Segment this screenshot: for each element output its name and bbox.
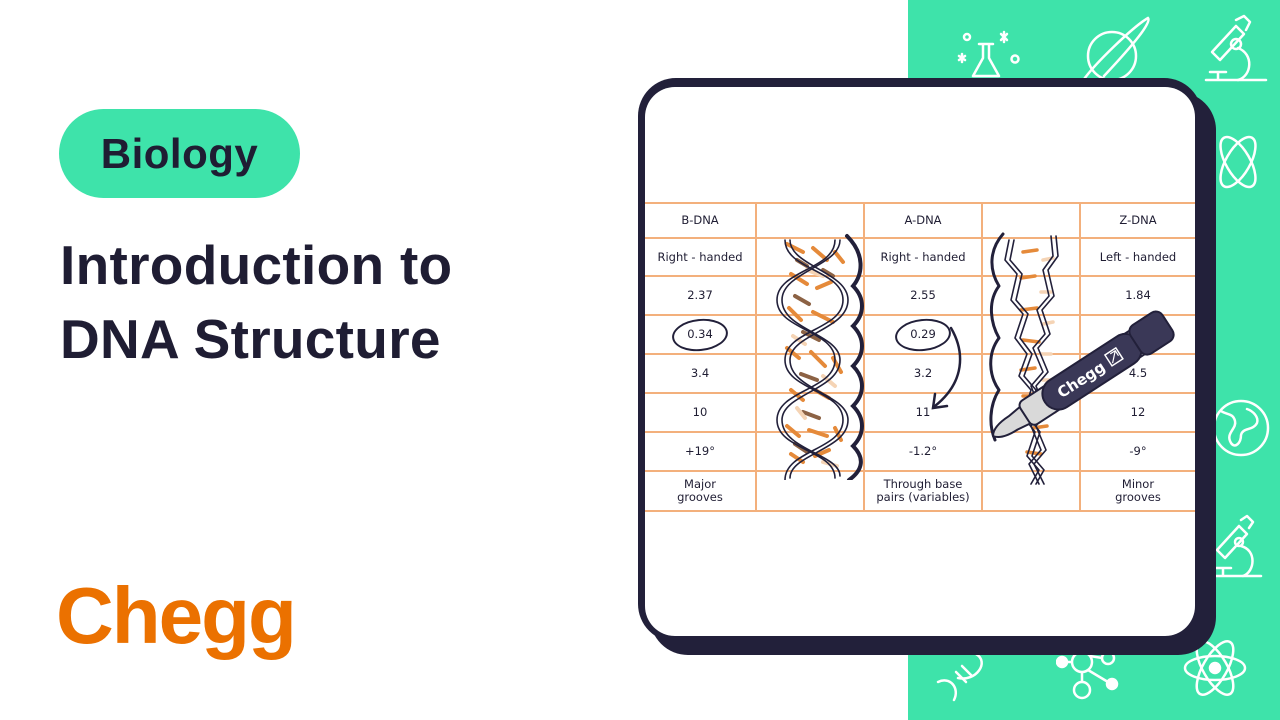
- table-cell: Left - handed: [1099, 249, 1177, 264]
- table-cell: 3.2: [913, 366, 933, 380]
- column-header: A-DNA: [904, 213, 942, 227]
- table-divider: [645, 510, 1195, 512]
- table-cell: 2.55: [910, 288, 936, 302]
- slide-card: B-DNA Right - handed 2.37 0.34 3.4 10 +1…: [638, 78, 1202, 642]
- table-cell: 11: [915, 405, 931, 419]
- table-cell-circled: 0.29: [865, 316, 981, 353]
- table-divider: [645, 353, 1195, 355]
- dna-comparison-table: B-DNA Right - handed 2.37 0.34 3.4 10 +1…: [645, 202, 1195, 512]
- arrow-annotation-icon: [921, 322, 971, 417]
- table-divider: [755, 202, 757, 512]
- table-cell: 3.4: [690, 366, 710, 380]
- table-divider: [1079, 202, 1081, 512]
- table-cell-circled: 0.34: [645, 316, 755, 353]
- table-divider: [645, 202, 1195, 204]
- b-dna-helix-illustration: [773, 230, 865, 485]
- table-cell: -9°: [1129, 444, 1147, 458]
- z-dna-helix-illustration: [987, 230, 1077, 491]
- column-header: Z-DNA: [1119, 213, 1157, 227]
- slide-card-content: B-DNA Right - handed 2.37 0.34 3.4 10 +1…: [645, 87, 1195, 636]
- table-cell: 4.5: [1128, 366, 1148, 380]
- table-cell: 10: [692, 405, 708, 419]
- globe-icon: [1213, 393, 1273, 463]
- table-divider: [645, 470, 1195, 472]
- table-divider: [645, 314, 1195, 316]
- table-cell: +19°: [684, 444, 716, 458]
- table-divider: [645, 431, 1195, 433]
- planet-icon: [1074, 14, 1152, 80]
- table-divider: [863, 202, 865, 512]
- table-cell: Through base pairs (variables): [876, 477, 970, 504]
- table-divider: [645, 237, 1195, 239]
- table-cell: Right - handed: [657, 249, 743, 264]
- table-cell: -1.2°: [908, 444, 938, 458]
- microscope-icon: [1213, 510, 1273, 582]
- page-title: Introduction to DNA Structure: [60, 228, 452, 376]
- table-cell: 1.84: [1125, 288, 1151, 302]
- table-cell: Right - handed: [880, 249, 966, 264]
- title-line-2: DNA Structure: [60, 308, 441, 370]
- subject-badge: Biology: [59, 109, 300, 198]
- column-header: B-DNA: [681, 213, 719, 227]
- molecule-icon: [1056, 648, 1124, 700]
- dna-icon: [936, 648, 992, 704]
- table-cell: 12: [1130, 405, 1146, 419]
- table-cell: 2.37: [687, 288, 713, 302]
- column-b-dna: B-DNA Right - handed 2.37 0.34 3.4 10 +1…: [645, 202, 755, 512]
- table-divider: [645, 392, 1195, 394]
- column-a-dna: A-DNA Right - handed 2.55 0.29 3.2 11 -1…: [865, 202, 981, 512]
- flask-icon: [955, 14, 1025, 80]
- microscope-icon: [1204, 14, 1274, 84]
- column-z-dna: Z-DNA Left - handed 1.84 4.5 12 -9° Mino…: [1081, 202, 1195, 512]
- table-cell: Major grooves: [677, 477, 723, 504]
- brand-logo: Chegg: [56, 571, 297, 660]
- atom-icon: [1183, 632, 1247, 702]
- marker-pen-illustration: Chegg: [985, 290, 1195, 455]
- table-divider: [645, 275, 1195, 277]
- atom-icon: [1208, 130, 1268, 194]
- subject-badge-label: Biology: [100, 129, 259, 177]
- table-cell: Minor grooves: [1115, 477, 1161, 504]
- table-divider: [981, 202, 983, 512]
- title-line-1: Introduction to: [60, 234, 453, 296]
